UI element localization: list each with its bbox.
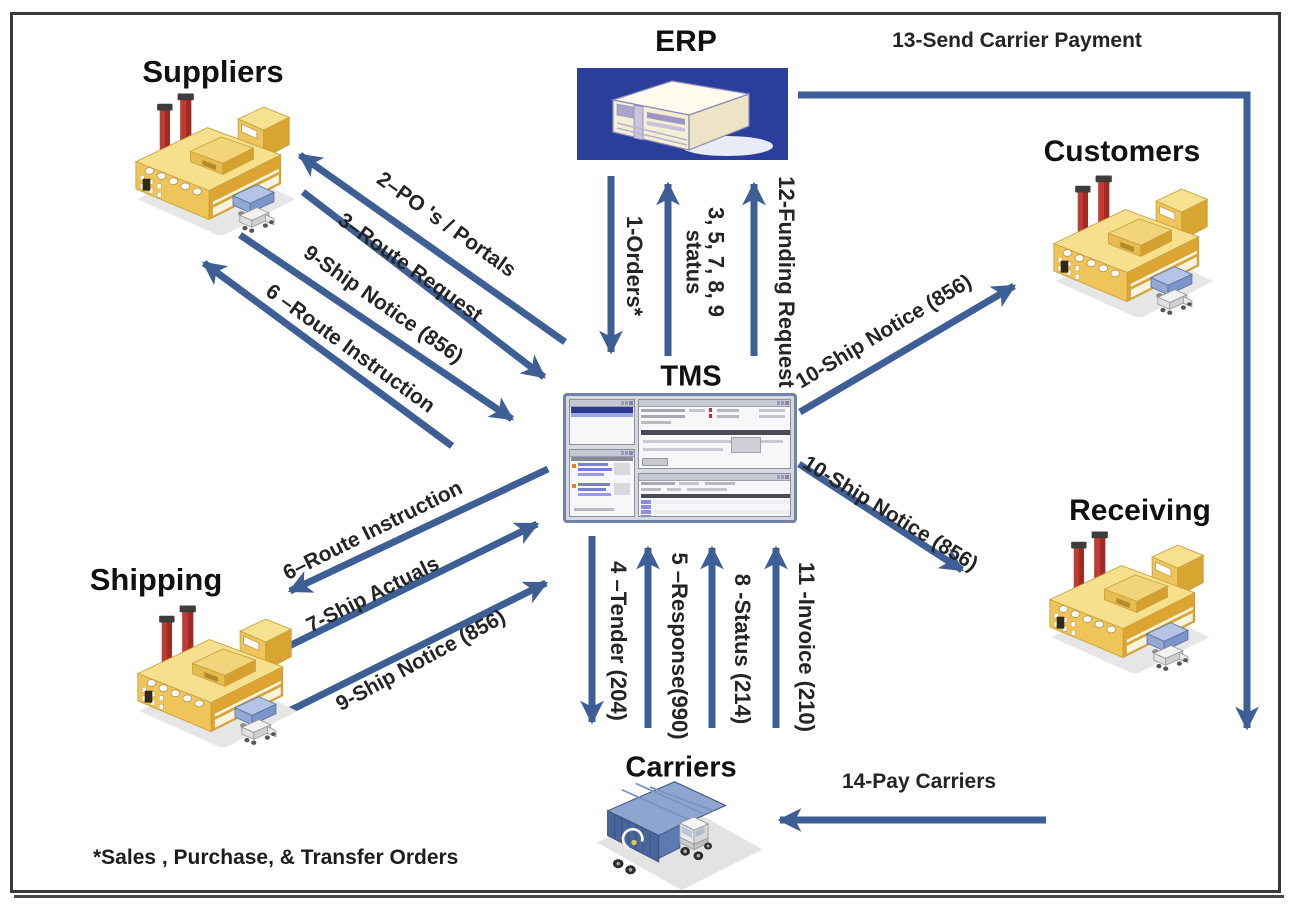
arrow-ship-notice-customers <box>798 282 1017 416</box>
flow-label-funding-request: 12-Funding Request <box>774 176 799 388</box>
flow-label-tender: 4 –Tender (204) <box>606 561 631 721</box>
carrier-truck-icon <box>590 772 775 891</box>
node-label-carriers: Carriers <box>625 751 737 784</box>
erp-server-icon <box>577 68 788 160</box>
flow-label-send-carrier-payment: 13-Send Carrier Payment <box>892 29 1142 52</box>
flow-label-invoice: 11 -Invoice (210) <box>794 562 819 732</box>
flow-label-status-214: 8 -Status (214) <box>730 573 755 725</box>
node-label-receiving: Receiving <box>1069 494 1211 527</box>
node-label-tms: TMS <box>660 360 722 393</box>
diagram-border <box>10 12 1281 893</box>
tms-application-screenshot <box>563 393 797 523</box>
flow-label-orders: 1-Orders* <box>622 215 647 317</box>
flow-label-status-line2: status <box>681 229 706 295</box>
tms-panel-bottom-right <box>638 473 791 517</box>
factory-icon-customers <box>1030 172 1226 317</box>
arrow-ship-actuals <box>279 520 540 654</box>
factory-icon-suppliers <box>112 90 308 235</box>
arrow-po-portals <box>297 152 568 345</box>
node-label-erp: ERP <box>655 25 717 58</box>
flow-label-pay-carriers: 14-Pay Carriers <box>841 770 997 793</box>
tms-panel-top-left <box>569 399 635 445</box>
arrow-route-instruction-suppliers <box>201 260 455 449</box>
arrow-route-request <box>300 189 547 380</box>
arrow-ship-notice-receiving <box>797 461 964 573</box>
factory-icon-shipping <box>114 602 310 747</box>
node-label-shipping: Shipping <box>89 562 223 597</box>
diagram-border-shadow <box>14 895 1284 898</box>
arrow-ship-notice-shipping <box>279 579 549 719</box>
footnote-order-types: *Sales , Purchase, & Transfer Orders <box>93 846 459 869</box>
arrow-ship-notice-suppliers <box>238 232 514 422</box>
arrow-send-carrier-payment <box>798 91 1259 731</box>
flow-label-status-multi: 3, 5, 7, 8, 9 status <box>681 206 729 318</box>
factory-icon-receiving <box>1026 528 1222 673</box>
node-label-customers: Customers <box>1043 135 1201 168</box>
arrow-route-instruction-shipping <box>287 465 550 595</box>
tms-panel-bottom-left <box>569 449 635 517</box>
tms-panel-top-right <box>638 399 791 469</box>
node-label-suppliers: Suppliers <box>142 54 284 89</box>
flow-label-response: 5 –Response(990) <box>667 552 692 740</box>
flow-label-status-line1: 3, 5, 7, 8, 9 <box>703 206 729 318</box>
